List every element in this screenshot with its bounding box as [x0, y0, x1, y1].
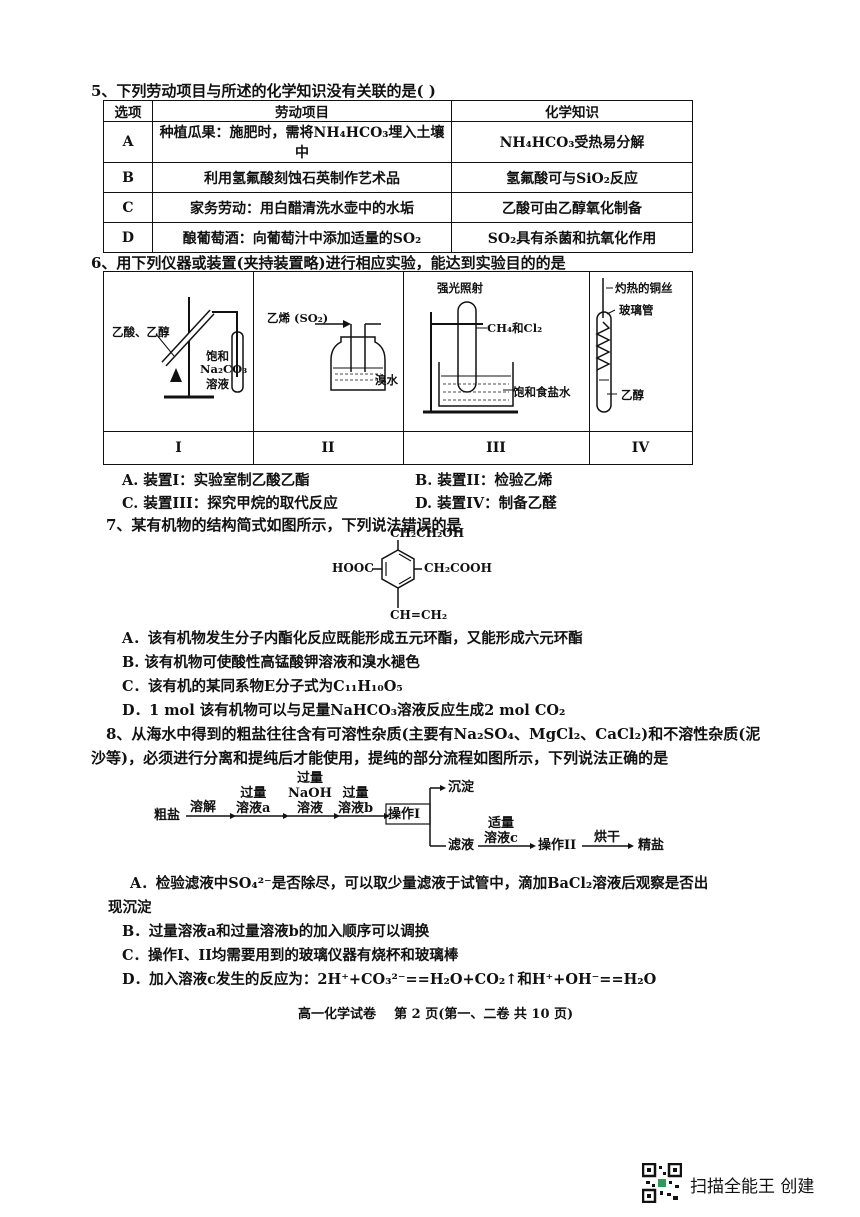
apparatus-2: 乙烯 (SO₂) 溴水 II: [253, 272, 404, 464]
apparatus-2-gas: 乙烯 (SO₂): [267, 311, 329, 325]
flow-step-solution-a-qty: 过量: [240, 786, 267, 801]
header-project: 劳动项目: [152, 100, 452, 122]
table-row: A 种植瓜果：施肥时，需将NH₄HCO₃埋入土壤中 NH₄HCO₃受热易分解: [103, 121, 693, 163]
q7-option-c: C．该有机的某同系物E分子式为C₁₁H₁₀O₅: [122, 678, 403, 695]
flow-step-solution-a: 过量 溶液a: [236, 786, 270, 816]
substituent-right: CH₂COOH: [424, 561, 492, 575]
q8-flowchart: 粗盐 溶解 过量 溶液a 过量 NaOH 溶液 过量 溶液b 操作I 沉淀 滤液…: [150, 770, 690, 865]
q8-option-d: D．加入溶液c发生的反应为：2H⁺+CO₃²⁻==H₂O+CO₂↑和H⁺+OH⁻…: [122, 971, 657, 988]
q8-option-b: B．过量溶液a和过量溶液b的加入顺序可以调换: [122, 923, 430, 940]
q8-option-a-line2: 现沉淀: [108, 899, 152, 916]
q6-option-c: C. 装置III：探究甲烷的取代反应: [122, 495, 338, 512]
q6-option-b: B. 装置II：检验乙烯: [415, 472, 553, 489]
flow-operation-1: 操作I: [388, 807, 421, 822]
flow-step-solution-b: 过量 溶液b: [338, 786, 373, 816]
q8-stem-line2: 沙等)，必须进行分离和提纯后才能使用，提纯的部分流程如图所示，下列说法正确的是: [91, 749, 669, 767]
apparatus-2-liquid: 溴水: [375, 373, 398, 387]
apparatus-1-sat3: 溶液: [206, 377, 229, 391]
qr-code-graphic: [641, 1162, 683, 1204]
q8-option-a-line1: A．检验滤液中SO₄²⁻是否除尽，可以取少量滤液于试管中，滴加BaCl₂溶液后观…: [130, 875, 709, 892]
qr-code-icon: [641, 1162, 683, 1204]
table-header-row: 选项 劳动项目 化学知识: [103, 100, 693, 122]
brand-label: 扫描全能王 创建: [690, 1177, 815, 1197]
flow-filtrate: 滤液: [448, 838, 475, 853]
apparatus-3-liquid: 饱和食盐水: [513, 385, 571, 399]
apparatus-4-drawing: [595, 278, 617, 413]
q7-stem: 7、某有机物的结构简式如图所示，下列说法错误的是: [106, 516, 462, 534]
q8-option-c: C．操作I、II均需要用到的玻璃仪器有烧杯和玻璃棒: [122, 947, 459, 964]
header-knowledge: 化学知识: [451, 100, 693, 122]
flow-step-solution-a-name: 溶液a: [236, 801, 271, 816]
flow-start: 粗盐: [154, 808, 181, 823]
q7-option-b: B. 该有机物可使酸性高锰酸钾溶液和溴水褪色: [122, 654, 420, 671]
flow-step-solution-c-name: 溶液c: [484, 831, 518, 846]
apparatus-3-drawing: [423, 301, 518, 414]
flow-end: 精盐: [638, 838, 665, 853]
flow-step-naoh-qty: 过量: [296, 771, 323, 786]
q5-stem: 5、下列劳动项目与所述的化学知识没有关联的是( ): [91, 82, 436, 100]
row-project: 利用氢氟酸刻蚀石英制作艺术品: [152, 162, 452, 193]
row-option: A: [103, 121, 153, 163]
q5-table: 选项 劳动项目 化学知识 A 种植瓜果：施肥时，需将NH₄HCO₃埋入土壤中 N…: [103, 100, 693, 253]
flowchart-arrows: [186, 785, 634, 849]
q7-structure: CH₂CH₂OH HOOC CH₂COOH CH=CH₂: [330, 526, 550, 634]
substituent-bottom: CH=CH₂: [390, 608, 448, 622]
q7-option-a: A．该有机物发生分子内酯化反应既能形成五元环酯，又能形成六元环酯: [122, 630, 583, 647]
apparatus-3: 强光照射 CH₄和Cl₂ 饱和食盐水 III: [403, 272, 590, 464]
flow-step-naoh: 过量 NaOH 溶液: [288, 771, 332, 816]
table-row: C 家务劳动：用白醋清洗水壶中的水垢 乙酸可由乙醇氧化制备: [103, 192, 693, 223]
apparatus-2-label: II: [253, 431, 403, 464]
q7-option-d: D．1 mol 该有机物可以与足量NaHCO₃溶液反应生成2 mol CO₂: [122, 702, 566, 719]
apparatus-4-label: IV: [589, 431, 692, 464]
flow-step-dissolve: 溶解: [190, 800, 217, 815]
row-option: B: [103, 162, 153, 193]
table-row: D 酿葡萄酒：向葡萄汁中添加适量的SO₂ SO₂具有杀菌和抗氧化作用: [103, 222, 693, 253]
row-knowledge: NH₄HCO₃受热易分解: [451, 121, 693, 163]
row-knowledge: SO₂具有杀菌和抗氧化作用: [451, 222, 693, 253]
apparatus-figure: 乙酸、乙醇 饱和 Na₂CO₃ 溶液 I 乙烯 (SO₂) 溴水 II: [103, 271, 693, 465]
apparatus-4-wire: 灼热的铜丝: [615, 281, 673, 295]
apparatus-4-liquid: 乙醇: [621, 388, 644, 402]
row-project: 酿葡萄酒：向葡萄汁中添加适量的SO₂: [152, 222, 452, 253]
flow-step-naoh-name: NaOH: [288, 786, 332, 801]
q6-option-d: D. 装置IV：制备乙醛: [415, 495, 557, 512]
flow-step-solution-c: 适量 溶液c: [484, 816, 518, 846]
apparatus-1-sat2: Na₂CO₃: [200, 362, 248, 376]
apparatus-3-light: 强光照射: [437, 281, 483, 295]
apparatus-4: 灼热的铜丝 玻璃管 乙醇 IV: [589, 272, 692, 464]
q6-stem: 6、用下列仪器或装置(夹持装置略)进行相应实验，能达到实验目的的是: [91, 254, 566, 272]
flow-operation-2: 操作II: [538, 838, 577, 853]
flow-step-solution-c-qty: 适量: [487, 816, 514, 831]
apparatus-3-label: III: [403, 431, 589, 464]
row-project: 家务劳动：用白醋清洗水壶中的水垢: [152, 192, 452, 223]
table-row: B 利用氢氟酸刻蚀石英制作艺术品 氢氟酸可与SiO₂反应: [103, 162, 693, 193]
q6-option-a: A. 装置I：实验室制乙酸乙酯: [122, 472, 310, 489]
apparatus-2-drawing: [315, 320, 386, 391]
benzene-ring-drawing: [372, 540, 422, 608]
apparatus-4-tube: 玻璃管: [619, 303, 654, 317]
page-footer: 高一化学试卷 第 2 页(第一、二卷 共 10 页): [298, 1007, 574, 1022]
apparatus-3-gas: CH₄和Cl₂: [487, 321, 543, 335]
substituent-left: HOOC: [332, 561, 374, 575]
row-project: 种植瓜果：施肥时，需将NH₄HCO₃埋入土壤中: [152, 121, 452, 163]
row-option: C: [103, 192, 153, 223]
substituent-top: CH₂CH₂OH: [390, 526, 465, 540]
row-option: D: [103, 222, 153, 253]
q8-stem-line1: 8、从海水中得到的粗盐往往含有可溶性杂质(主要有Na₂SO₄、MgCl₂、CaC…: [106, 725, 761, 743]
apparatus-1-label: I: [104, 431, 253, 464]
apparatus-1-drawing: [155, 297, 244, 399]
row-knowledge: 氢氟酸可与SiO₂反应: [451, 162, 693, 193]
flow-step-naoh-solution: 溶液: [296, 801, 323, 816]
flow-step-solution-b-name: 溶液b: [338, 801, 374, 816]
flow-precipitate: 沉淀: [448, 780, 475, 795]
row-knowledge: 乙酸可由乙醇氧化制备: [451, 192, 693, 223]
header-option: 选项: [103, 100, 153, 122]
apparatus-1-reagent: 乙酸、乙醇: [112, 325, 170, 339]
apparatus-1: 乙酸、乙醇 饱和 Na₂CO₃ 溶液 I: [104, 272, 254, 464]
flow-step-solution-b-qty: 过量: [342, 786, 369, 801]
flow-step-dry: 烘干: [594, 830, 621, 845]
apparatus-1-sat1: 饱和: [206, 349, 229, 363]
